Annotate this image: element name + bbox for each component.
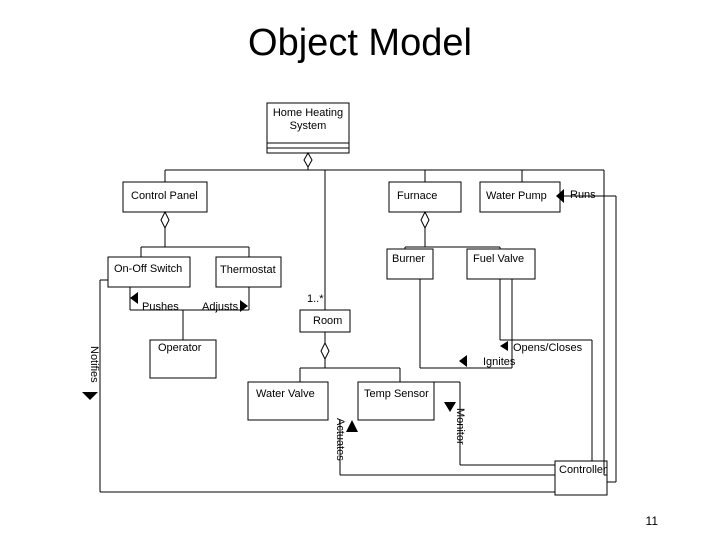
page-number: 11 [645,514,658,528]
label-fuel-valve: Fuel Valve [473,253,524,265]
label-multiplicity: 1..* [307,293,324,305]
label-water-valve: Water Valve [256,388,315,400]
ignites-arrow-icon [459,355,467,367]
label-control-panel: Control Panel [131,190,198,202]
class-controller [554,460,608,496]
label-actuates: Actuates [334,418,346,461]
label-notifies: Notifies [88,346,100,383]
label-room: Room [313,315,342,327]
class-fuel-valve [466,248,536,280]
opens-closes-arrow-icon [500,341,508,351]
label-home-heating-system-2: System [290,120,327,132]
class-water-valve [247,381,329,421]
label-furnace: Furnace [397,190,437,202]
monitor-arrow-icon [444,402,456,412]
label-home-heating-system-1: Home Heating [273,107,343,119]
notifies-arrow-icon [82,392,98,400]
label-thermostat: Thermostat [220,264,276,276]
page-title: Object Model [248,22,472,64]
class-burner [386,248,434,280]
label-operator: Operator [158,342,202,354]
label-burner: Burner [392,253,425,265]
label-runs: Runs [570,189,596,201]
label-adjusts: Adjusts [202,301,239,313]
label-on-off-switch: On-Off Switch [114,263,182,275]
label-pushes: Pushes [142,301,179,313]
label-opens-closes: Opens/Closes [513,342,583,354]
runs-arrow-icon [556,189,564,203]
class-on-off-switch [107,256,191,288]
label-controller: Controller [559,464,607,476]
label-monitor: Monitor [454,408,466,445]
adjusts-arrow-icon [240,300,248,312]
label-temp-sensor: Temp Sensor [364,388,429,400]
label-ignites: Ignites [483,356,516,368]
actuates-arrow-icon [346,420,358,432]
pushes-arrow-icon [130,292,138,304]
class-temp-sensor [357,381,435,421]
label-water-pump: Water Pump [486,190,547,202]
